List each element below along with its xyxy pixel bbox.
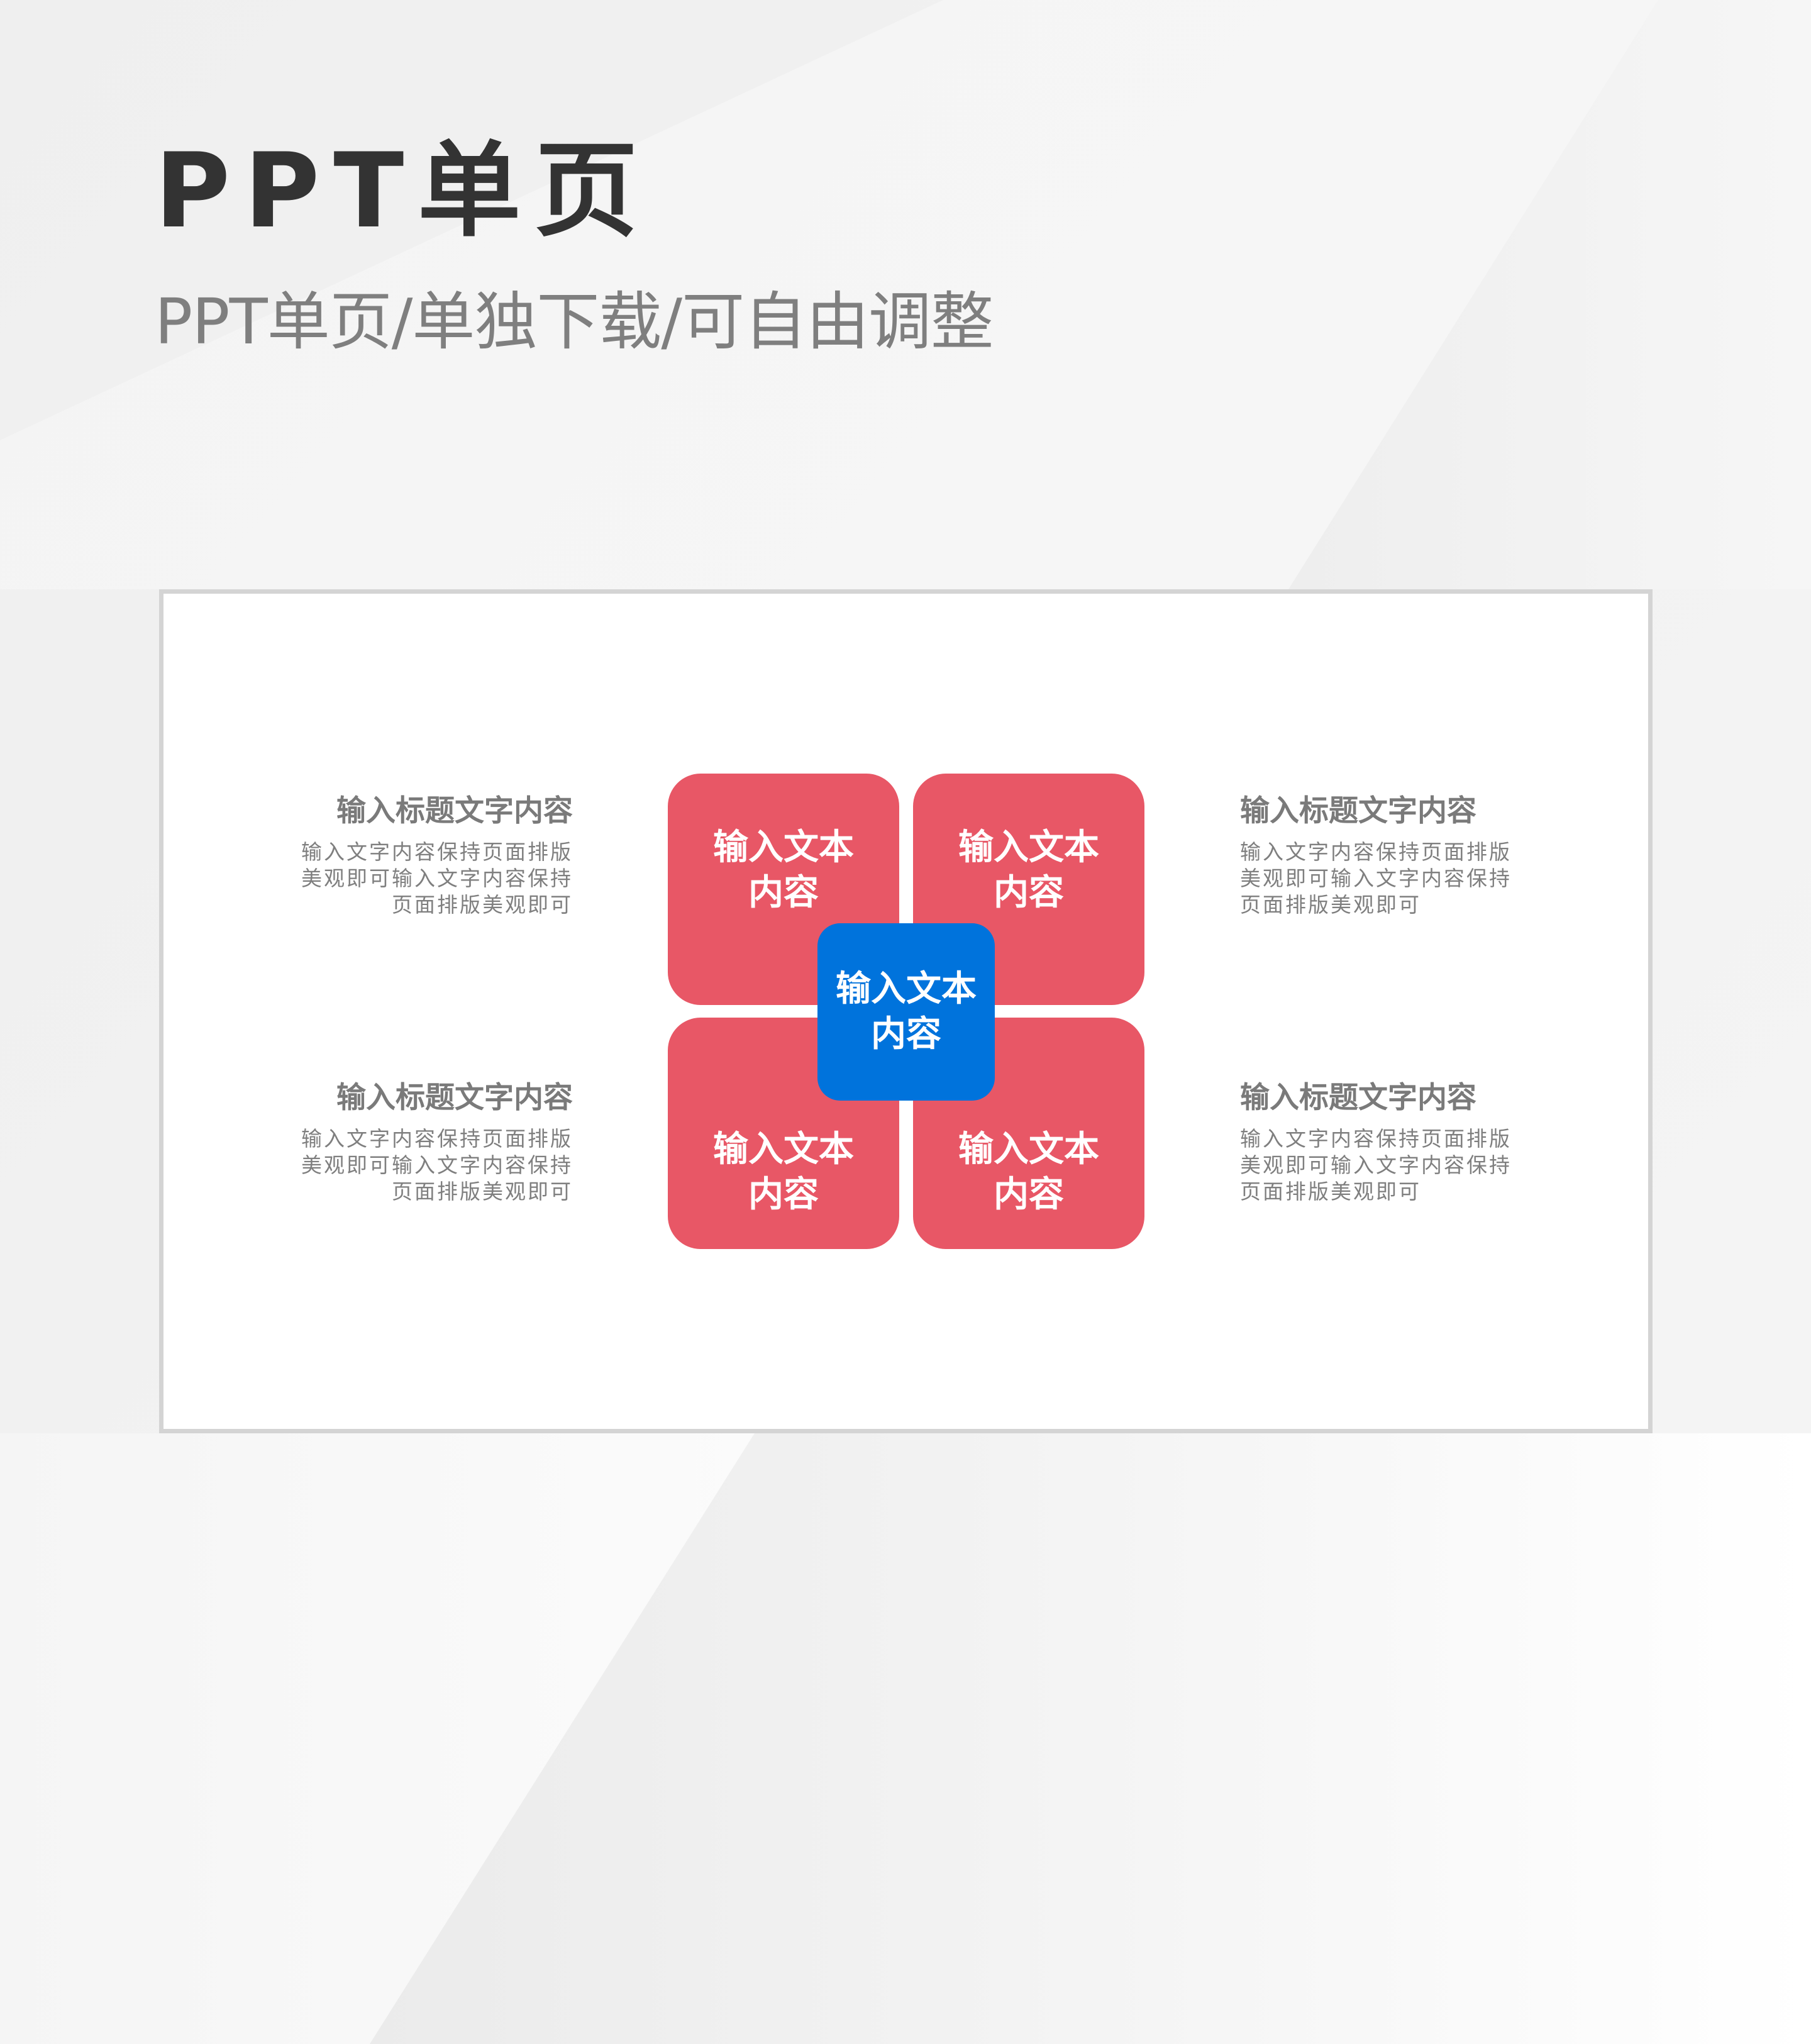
petal-label-line2: 内容 <box>994 872 1064 913</box>
petal-label-line1: 输入文本 <box>958 827 1099 868</box>
text-block-title: 输入标题文字内容 <box>336 1080 573 1115</box>
text-block-title: 输入标题文字内容 <box>336 794 573 828</box>
petal-label-line2: 内容 <box>748 1174 819 1215</box>
petal-label-line1: 输入文本 <box>958 1129 1099 1170</box>
body-line: 页面排版美观即可 <box>392 892 573 917</box>
center-label-line1: 输入文本 <box>836 969 977 1009</box>
body-line: 美观即可输入文字内容保持 <box>1240 866 1512 891</box>
petal-top-right: 输入文本 内容 <box>913 774 1144 1005</box>
body-line: 页面排版美观即可 <box>1240 1179 1421 1204</box>
text-block-top-left: 输入标题文字内容 输入文字内容保持页面排版 美观即可输入文字内容保持 页面排版美… <box>246 792 573 918</box>
body-line: 美观即可输入文字内容保持 <box>1240 1153 1512 1177</box>
body-line: 输入文字内容保持页面排版 <box>1240 840 1512 864</box>
page-title: PPT单页 <box>155 131 652 251</box>
center-label-line2: 内容 <box>871 1014 941 1055</box>
body-line: 输入文字内容保持页面排版 <box>1240 1126 1512 1151</box>
text-block-bottom-left: 输入标题文字内容 输入文字内容保持页面排版 美观即可输入文字内容保持 页面排版美… <box>246 1079 573 1205</box>
body-line: 美观即可输入文字内容保持 <box>301 866 573 891</box>
text-block-body: 输入文字内容保持页面排版 美观即可输入文字内容保持 页面排版美观即可 <box>1240 839 1567 918</box>
body-line: 页面排版美观即可 <box>392 1179 573 1204</box>
text-block-body: 输入文字内容保持页面排版 美观即可输入文字内容保持 页面排版美观即可 <box>246 1126 573 1205</box>
petal-label-line1: 输入文本 <box>713 827 854 868</box>
text-block-top-right: 输入标题文字内容 输入文字内容保持页面排版 美观即可输入文字内容保持 页面排版美… <box>1240 792 1567 918</box>
text-block-title: 输入标题文字内容 <box>1240 794 1476 828</box>
body-line: 页面排版美观即可 <box>1240 892 1421 917</box>
text-block-body: 输入文字内容保持页面排版 美观即可输入文字内容保持 页面排版美观即可 <box>246 839 573 918</box>
body-line: 输入文字内容保持页面排版 <box>301 1126 573 1151</box>
petal-label-line2: 内容 <box>994 1174 1064 1215</box>
slide-preview: 输入标题文字内容 输入文字内容保持页面排版 美观即可输入文字内容保持 页面排版美… <box>159 589 1653 1433</box>
center-box: 输入文本 内容 <box>817 923 995 1101</box>
petal-label-line1: 输入文本 <box>713 1129 854 1170</box>
text-block-title: 输入标题文字内容 <box>1240 1080 1476 1115</box>
page-subtitle: PPT单页/单独下载/可自由调整 <box>155 285 994 358</box>
text-block-bottom-right: 输入标题文字内容 输入文字内容保持页面排版 美观即可输入文字内容保持 页面排版美… <box>1240 1079 1567 1205</box>
body-line: 美观即可输入文字内容保持 <box>301 1153 573 1177</box>
text-block-body: 输入文字内容保持页面排版 美观即可输入文字内容保持 页面排版美观即可 <box>1240 1126 1567 1205</box>
body-line: 输入文字内容保持页面排版 <box>301 840 573 864</box>
petal-bottom-right: 输入文本 内容 <box>913 1018 1144 1249</box>
petal-label-line2: 内容 <box>748 872 819 913</box>
